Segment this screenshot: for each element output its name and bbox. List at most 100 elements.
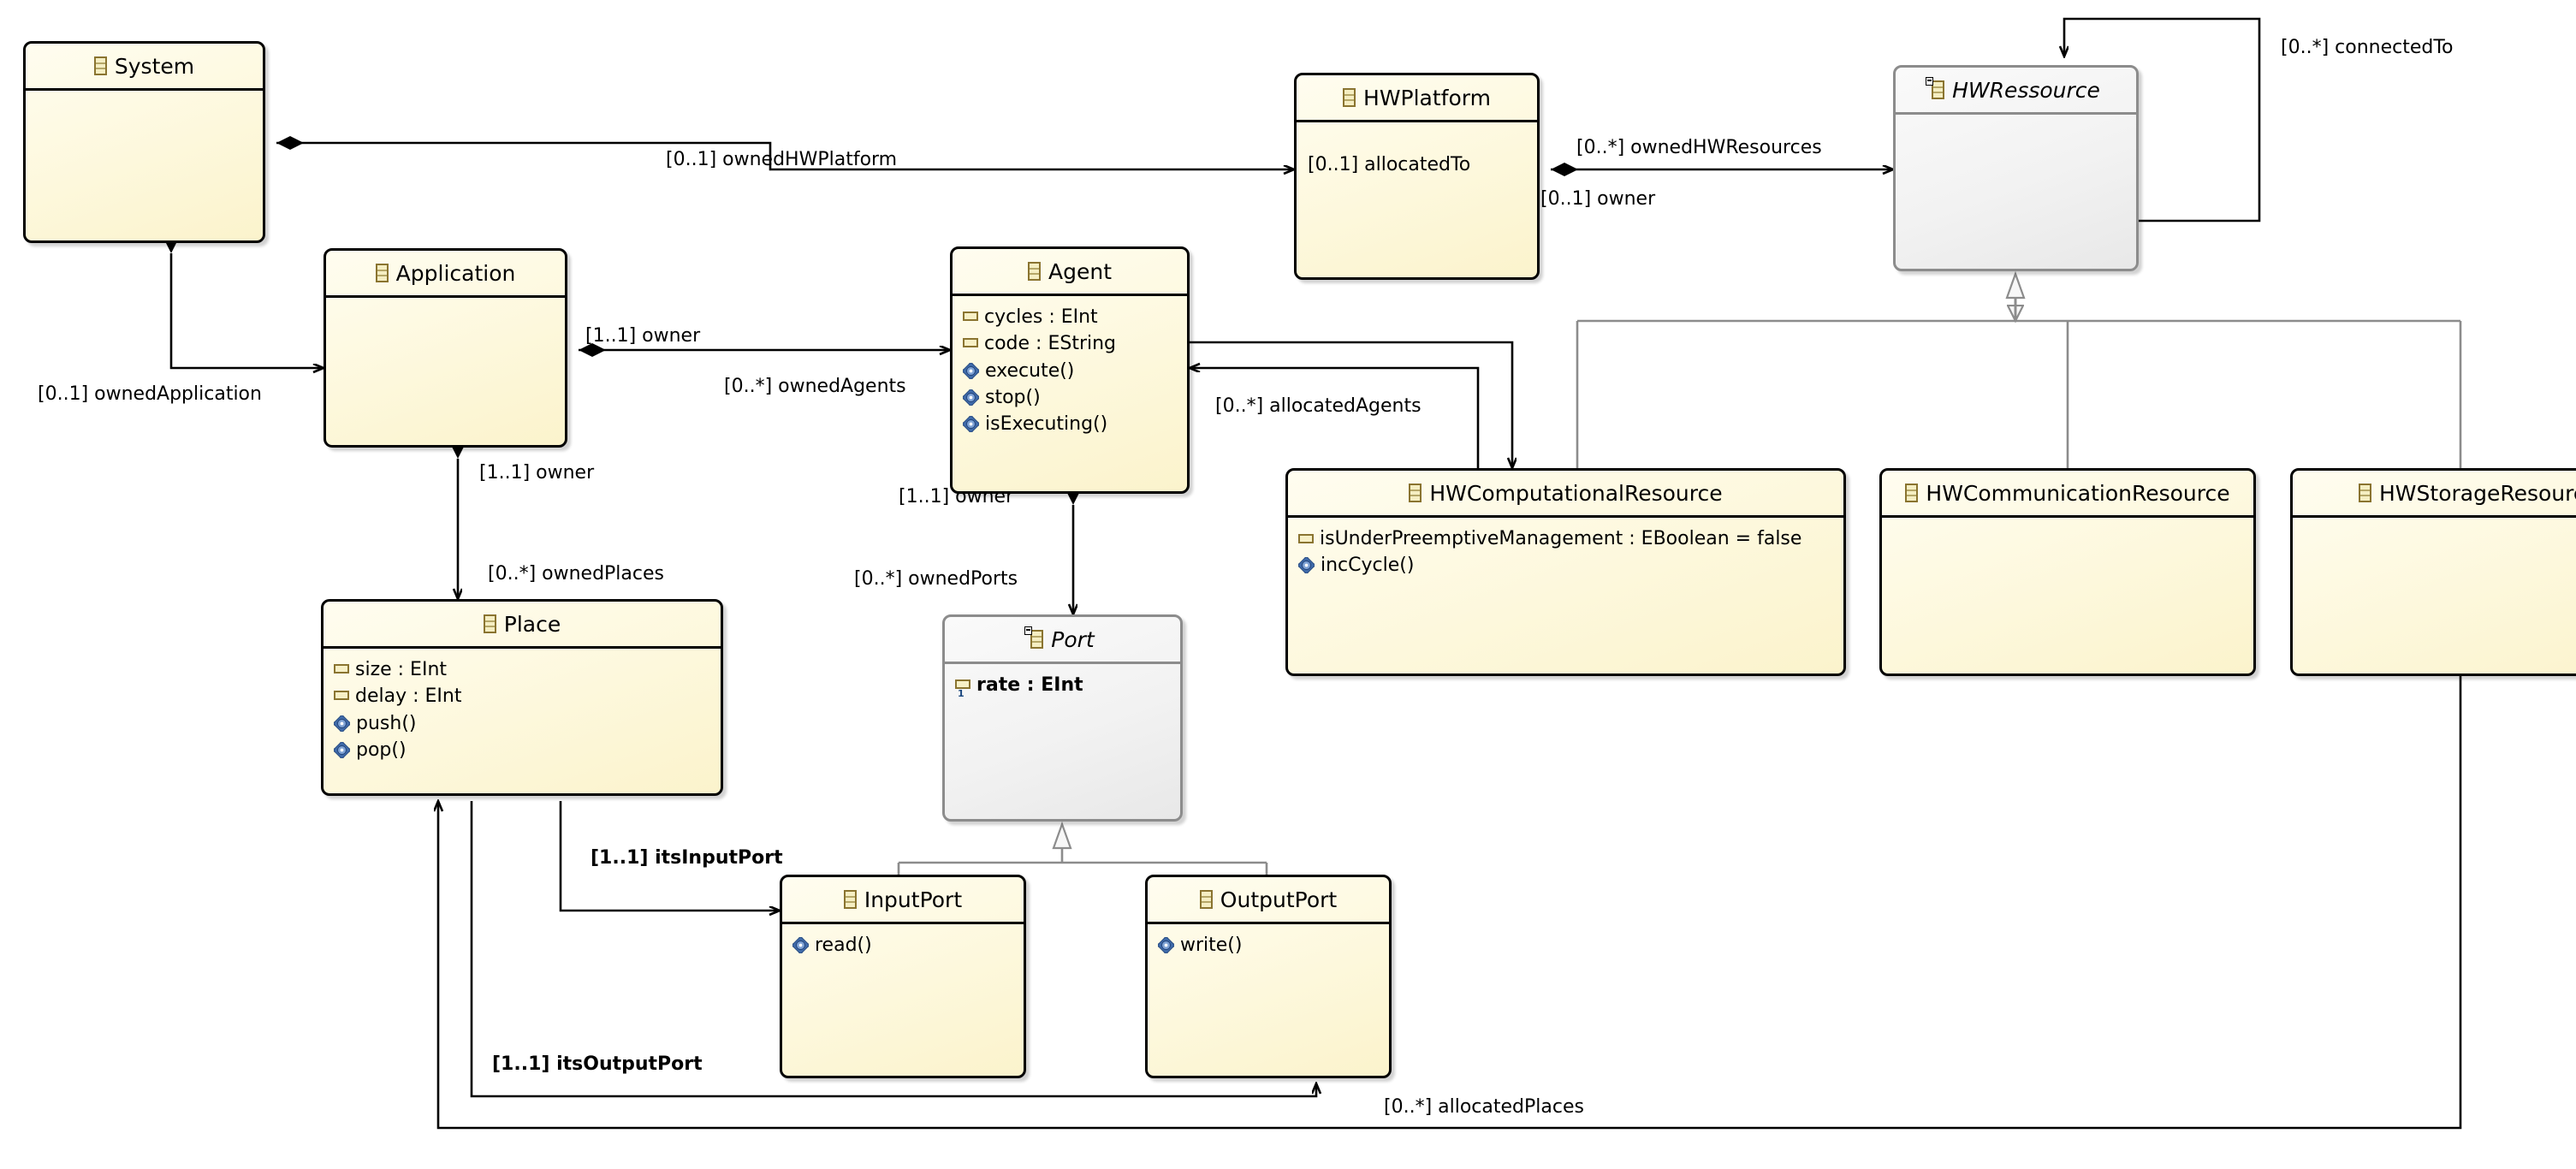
class-name: Application (395, 260, 516, 286)
class-header: HWRessource (1896, 68, 2136, 115)
operation-row: execute() (953, 358, 1187, 384)
operation-label: incCycle() (1321, 555, 1415, 577)
class-members (1896, 115, 2136, 122)
operation-gear-icon (963, 389, 979, 406)
class-box-hwcomputationalresource[interactable]: HWComputationalResource isUnderPreemptiv… (1285, 468, 1846, 676)
attribute-icon (963, 338, 978, 348)
edge-label-allocatedPlaces: [0..*] allocatedPlaces (1384, 1096, 1584, 1118)
class-members (2293, 518, 2576, 525)
edge-label-owner-application: [1..1] owner (585, 325, 701, 347)
attribute-label: isUnderPreemptiveManagement : EBoolean =… (1320, 528, 1802, 549)
class-members: cycles : EInt code : EString execute() s… (953, 296, 1187, 437)
class-members (1297, 122, 1537, 130)
class-icon (483, 614, 496, 633)
operation-row: stop() (953, 384, 1187, 411)
edge-label-allocatedAgents: [0..*] allocatedAgents (1215, 395, 1422, 417)
class-box-hwressource[interactable]: HWRessource (1893, 65, 2139, 271)
abstract-badge-icon (1926, 77, 1934, 86)
attribute-row: rate : EInt (945, 672, 1180, 698)
edge-label-ownedHWPlatform: [0..1] ownedHWPlatform (666, 149, 898, 170)
edge-label-owner-port: [1..1] owner (899, 486, 1014, 507)
edge-label-ownedPorts: [0..*] ownedPorts (854, 568, 1018, 590)
operation-gear-icon (1298, 557, 1315, 574)
edge-label-owner-place: [1..1] owner (479, 462, 595, 484)
class-header: Application (326, 251, 565, 298)
edge-generalization-port (897, 821, 1268, 875)
attribute-icon (1298, 534, 1314, 544)
operation-row: pop() (323, 737, 721, 763)
class-box-outputport[interactable]: OutputPort write() (1145, 875, 1392, 1078)
class-members: size : EInt delay : EInt push() pop() (323, 649, 721, 763)
class-header: HWPlatform (1297, 75, 1537, 122)
edge-generalization-hwressource (1576, 270, 2462, 468)
edge-ownedApplication (164, 226, 323, 368)
class-box-system[interactable]: System (23, 41, 265, 243)
class-icon (375, 264, 389, 282)
class-box-hwstorageresource[interactable]: HWStorageResource (2290, 468, 2576, 676)
attribute-label: delay : EInt (355, 685, 462, 708)
attribute-row: isUnderPreemptiveManagement : EBoolean =… (1288, 525, 1843, 552)
edge-label-itsInputPort: [1..1] itsInputPort (591, 847, 783, 869)
class-header: Port (945, 617, 1180, 664)
attribute-row: cycles : EInt (953, 304, 1187, 330)
class-icon (93, 56, 107, 75)
class-icon (843, 890, 857, 909)
edge-label-connectedTo: [0..*] connectedTo (2281, 37, 2454, 58)
edge-label-owner-hwplatform: [0..1] owner (1540, 188, 1656, 210)
class-header: HWCommunicationResource (1882, 471, 2253, 518)
operation-row: read() (782, 932, 1024, 958)
class-members: read() (782, 924, 1024, 958)
attribute-row: size : EInt (323, 656, 721, 683)
operation-gear-icon (963, 362, 979, 379)
operation-label: write() (1180, 935, 1243, 956)
class-icon (1199, 890, 1213, 909)
operation-label: read() (815, 935, 872, 956)
operation-gear-icon (963, 416, 979, 433)
attribute-icon (963, 312, 978, 321)
class-name: Port (1051, 626, 1095, 652)
operation-row: push() (323, 710, 721, 737)
class-icon (1905, 484, 1919, 502)
class-icon (1409, 484, 1422, 502)
class-members: write() (1148, 924, 1389, 958)
class-icon (1024, 626, 1044, 649)
class-name: Agent (1048, 258, 1112, 284)
class-box-application[interactable]: Application (323, 248, 567, 448)
edge-allocatedAgents (1190, 368, 1480, 468)
operation-row: isExecuting() (953, 411, 1187, 437)
operation-label: isExecuting() (985, 413, 1108, 436)
edge-label-itsOutputPort: [1..1] itsOutputPort (492, 1053, 703, 1075)
class-box-inputport[interactable]: InputPort read() (780, 875, 1026, 1078)
class-header: System (26, 44, 263, 91)
edge-ownedPlaces (451, 431, 465, 599)
attribute-label: rate : EInt (976, 674, 1083, 696)
class-header: InputPort (782, 877, 1024, 924)
operation-gear-icon (334, 741, 350, 758)
attribute-icon (334, 691, 349, 701)
class-box-agent[interactable]: Agent cycles : EInt code : EString execu… (950, 246, 1190, 494)
class-members: rate : EInt (945, 664, 1180, 698)
attribute-label: size : EInt (355, 659, 448, 680)
attribute-row: delay : EInt (323, 683, 721, 709)
edge-ownedPorts (1066, 478, 1080, 614)
class-box-port[interactable]: Port rate : EInt (942, 614, 1183, 822)
class-members (26, 91, 263, 98)
class-members: isUnderPreemptiveManagement : EBoolean =… (1288, 518, 1843, 579)
class-name: HWComputationalResource (1429, 480, 1723, 506)
edge-ownedHWResources (1551, 163, 1893, 176)
attribute-label: cycles : EInt (984, 306, 1098, 328)
operation-label: pop() (356, 739, 407, 761)
edge-label-ownedAgents: [0..*] ownedAgents (724, 376, 906, 397)
class-members (326, 298, 565, 306)
class-name: System (114, 53, 195, 79)
attribute-label: code : EString (984, 333, 1117, 355)
class-box-hwplatform[interactable]: HWPlatform (1294, 73, 1540, 280)
operation-row: incCycle() (1288, 552, 1843, 579)
abstract-badge-icon (1024, 626, 1033, 635)
class-header: Agent (953, 249, 1187, 296)
class-name: InputPort (864, 887, 963, 912)
class-box-place[interactable]: Place size : EInt delay : EInt push() (321, 599, 723, 796)
class-box-hwcommunicationresource[interactable]: HWCommunicationResource (1879, 468, 2256, 676)
class-header: Place (323, 602, 721, 649)
